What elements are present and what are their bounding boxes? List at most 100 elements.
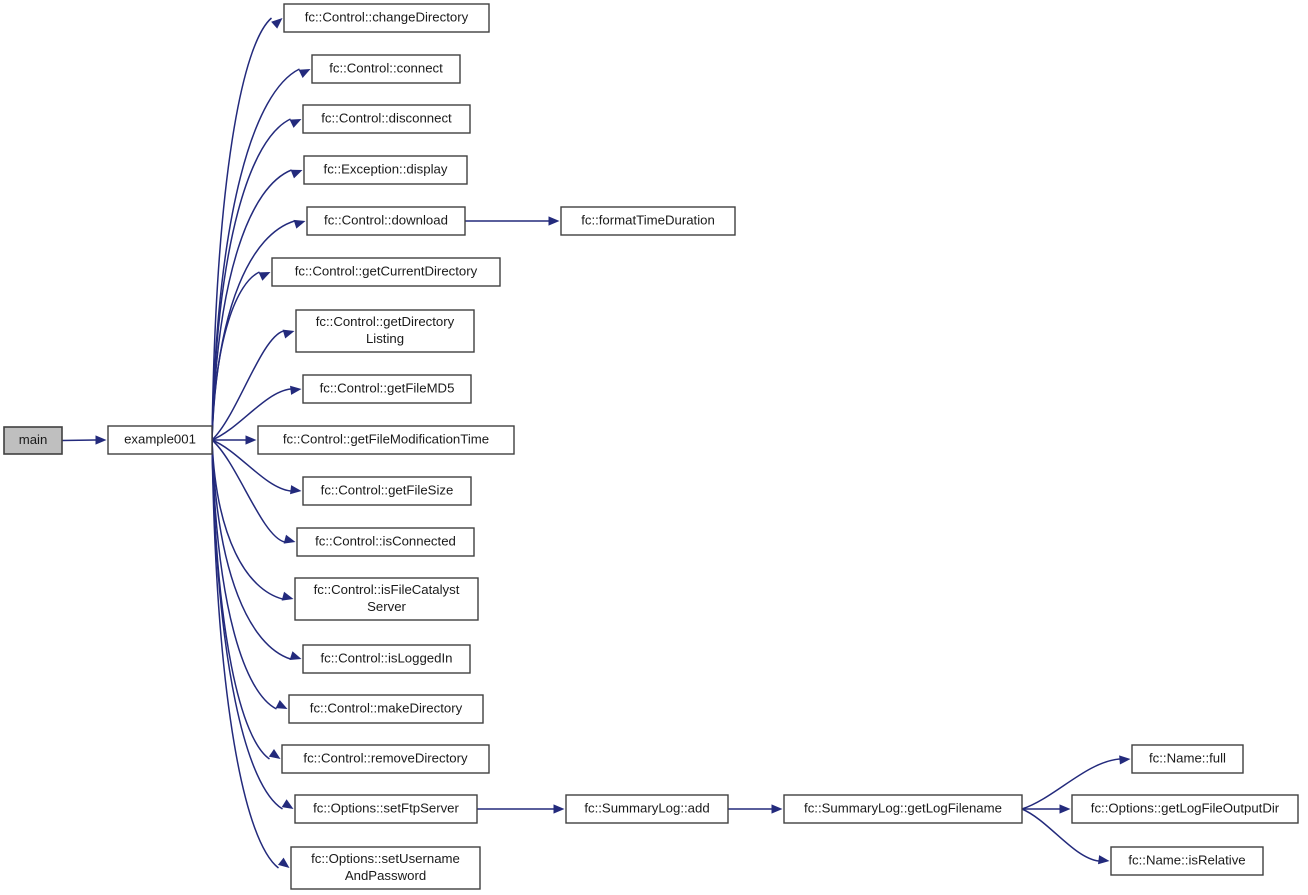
node-box-removeDirectory[interactable] [281,744,490,774]
call-edge-example001-to-getCurrentDirectory [211,271,271,441]
node-label-isFileCatalystServer: Server [367,599,406,614]
call-edge-example001-to-getFileMD5 [211,385,302,441]
node-box-getLogFileOutputDir[interactable] [1071,794,1299,824]
node-box-setFtpServer[interactable] [294,794,478,824]
node-isConnected[interactable]: fc::Control::isConnected [296,527,475,557]
node-box-disconnect[interactable] [302,104,471,134]
node-example001[interactable]: example001 [107,425,213,455]
node-label-getCurrentDirectory: fc::Control::getCurrentDirectory [295,263,478,278]
node-label-connect: fc::Control::connect [329,60,443,75]
node-box-getFileMD5[interactable] [302,374,472,404]
node-label-nameFull: fc::Name::full [1149,750,1226,765]
node-nameFull[interactable]: fc::Name::full [1131,744,1244,774]
node-box-changeDirectory[interactable] [283,3,490,33]
node-label-getLogFilename: fc::SummaryLog::getLogFilename [804,800,1002,815]
node-box-example001[interactable] [107,425,213,455]
node-box-download[interactable] [306,206,466,236]
node-label-getFileModificationTime: fc::Control::getFileModificationTime [283,431,489,446]
node-isLoggedIn[interactable]: fc::Control::isLoggedIn [302,644,471,674]
call-edge-getLogFilename-to-nameIsRelative [1021,808,1110,865]
node-label-getDirectoryListing: Listing [366,331,404,346]
node-box-getLogFilename[interactable] [783,794,1023,824]
node-label-setFtpServer: fc::Options::setFtpServer [313,800,459,815]
node-formatTimeDuration[interactable]: fc::formatTimeDuration [560,206,736,236]
node-getFileModificationTime[interactable]: fc::Control::getFileModificationTime [257,425,515,455]
node-removeDirectory[interactable]: fc::Control::removeDirectory [281,744,490,774]
node-label-getLogFileOutputDir: fc::Options::getLogFileOutputDir [1091,800,1280,815]
node-box-getFileSize[interactable] [302,476,472,506]
node-disconnect[interactable]: fc::Control::disconnect [302,104,471,134]
node-box-isFileCatalystServer[interactable] [294,577,479,621]
node-getLogFileOutputDir[interactable]: fc::Options::getLogFileOutputDir [1071,794,1299,824]
node-getCurrentDirectory[interactable]: fc::Control::getCurrentDirectory [271,257,501,287]
node-main[interactable]: main [3,426,63,455]
node-box-display[interactable] [303,155,468,185]
node-display[interactable]: fc::Exception::display [303,155,468,185]
node-label-summaryLogAdd: fc::SummaryLog::add [584,800,709,815]
call-edge-example001-to-getFileModificationTime [212,435,257,445]
node-summaryLogAdd[interactable]: fc::SummaryLog::add [565,794,729,824]
edge-layer [61,17,1131,869]
node-box-formatTimeDuration[interactable] [560,206,736,236]
node-label-setUsernameAndPassword: fc::Options::setUsername [311,851,460,866]
call-edge-example001-to-getFileSize [211,439,302,495]
node-box-summaryLogAdd[interactable] [565,794,729,824]
node-label-setUsernameAndPassword: AndPassword [345,868,426,883]
node-label-isFileCatalystServer: fc::Control::isFileCatalyst [314,582,460,597]
call-edge-example001-to-isFileCatalystServer [211,439,294,601]
node-box-makeDirectory[interactable] [288,694,484,724]
node-label-removeDirectory: fc::Control::removeDirectory [303,750,468,765]
node-label-getFileSize: fc::Control::getFileSize [321,482,454,497]
node-changeDirectory[interactable]: fc::Control::changeDirectory [283,3,490,33]
call-edge-example001-to-display [211,169,303,441]
node-getFileMD5[interactable]: fc::Control::getFileMD5 [302,374,472,404]
node-makeDirectory[interactable]: fc::Control::makeDirectory [288,694,484,724]
node-layer: main example001 fc::Control::changeDirecto… [3,3,1299,890]
node-label-getDirectoryListing: fc::Control::getDirectory [316,314,455,329]
call-edge-example001-to-makeDirectory [211,439,288,710]
call-edge-example001-to-removeDirectory [211,439,281,760]
node-box-nameIsRelative[interactable] [1110,846,1264,876]
node-getLogFilename[interactable]: fc::SummaryLog::getLogFilename [783,794,1023,824]
call-edge-getLogFilename-to-nameFull [1021,755,1131,810]
node-box-isConnected[interactable] [296,527,475,557]
node-box-getCurrentDirectory[interactable] [271,257,501,287]
node-label-changeDirectory: fc::Control::changeDirectory [305,9,469,24]
node-box-isLoggedIn[interactable] [302,644,471,674]
node-box-connect[interactable] [311,54,461,84]
node-setFtpServer[interactable]: fc::Options::setFtpServer [294,794,478,824]
node-box-getFileModificationTime[interactable] [257,425,515,455]
call-edge-example001-to-setUsernameAndPassword [211,439,290,869]
node-connect[interactable]: fc::Control::connect [311,54,461,84]
call-edge-main-to-example001 [61,435,107,445]
node-box-main[interactable] [3,426,63,455]
node-download[interactable]: fc::Control::download [306,206,466,236]
call-edge-example001-to-getDirectoryListing [211,329,295,441]
call-edge-example001-to-changeDirectory [211,17,283,441]
node-label-example001: example001 [124,431,196,446]
call-edge-example001-to-setFtpServer [211,439,294,810]
node-label-makeDirectory: fc::Control::makeDirectory [310,700,463,715]
node-label-download: fc::Control::download [324,212,448,227]
call-edge-summaryLogAdd-to-getLogFilename [728,804,783,814]
node-label-isLoggedIn: fc::Control::isLoggedIn [321,650,453,665]
node-box-getDirectoryListing[interactable] [295,309,475,353]
node-label-nameIsRelative: fc::Name::isRelative [1128,852,1245,867]
node-label-isConnected: fc::Control::isConnected [315,533,456,548]
node-box-nameFull[interactable] [1131,744,1244,774]
call-edge-example001-to-disconnect [211,118,302,441]
call-edge-download-to-formatTimeDuration [465,216,560,226]
node-box-setUsernameAndPassword[interactable] [290,846,481,890]
node-getFileSize[interactable]: fc::Control::getFileSize [302,476,472,506]
node-label-disconnect: fc::Control::disconnect [321,110,452,125]
node-label-display: fc::Exception::display [324,161,448,176]
call-edge-example001-to-isConnected [211,439,296,544]
node-label-getFileMD5: fc::Control::getFileMD5 [320,380,455,395]
call-edge-getLogFilename-to-getLogFileOutputDir [1022,804,1071,814]
node-nameIsRelative[interactable]: fc::Name::isRelative [1110,846,1264,876]
